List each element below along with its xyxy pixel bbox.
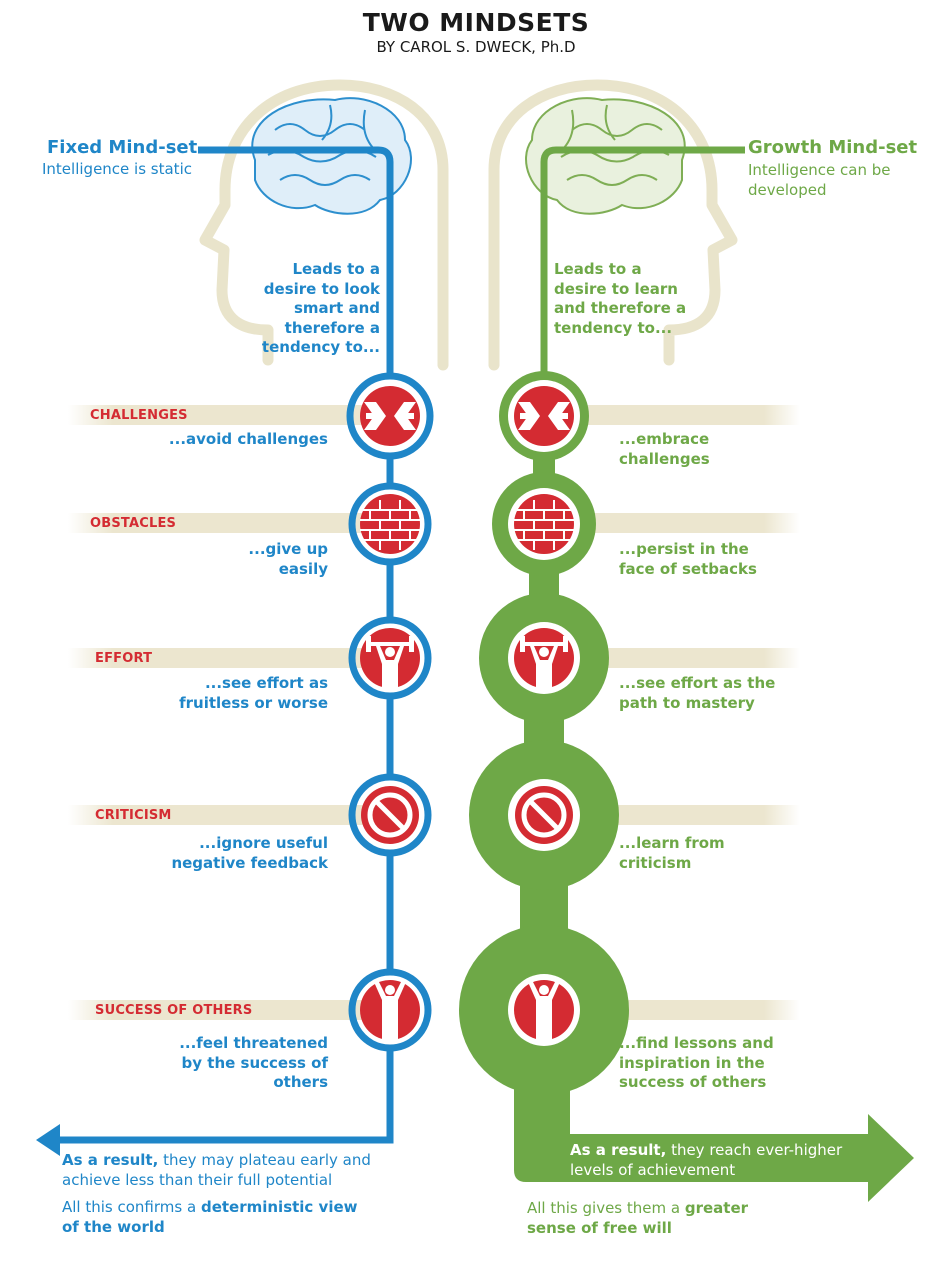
arrows-inward-icon <box>514 386 574 446</box>
fixed-head-outline <box>199 79 449 371</box>
fixed-result-arrow <box>36 1124 60 1156</box>
band-criticism-right <box>560 805 800 825</box>
fixed-mindset-title: Fixed Mind-set <box>47 137 198 158</box>
growth-mindset-subtitle: Intelligence can be developed <box>748 161 891 199</box>
growth-mindset-title: Growth Mind-set <box>748 137 918 158</box>
band-effort-left <box>68 648 368 668</box>
brick-wall-icon <box>514 494 574 554</box>
growth-response-challenges: ...embrace challenges <box>619 430 710 468</box>
band-challenges-right <box>560 405 800 425</box>
growth-response-effort: ...see effort as the path to mastery <box>619 674 776 712</box>
brick-wall-icon <box>360 494 420 554</box>
growth-response-criticism: ...learn from criticism <box>619 834 725 872</box>
category-label-effort: EFFORT <box>95 651 153 666</box>
category-label-obstacles: OBSTACLES <box>90 516 177 531</box>
weightlifter-icon <box>360 628 420 688</box>
arrows-inward-icon <box>360 386 420 446</box>
category-label-challenges: CHALLENGES <box>90 408 188 423</box>
page-subtitle: BY CAROL S. DWECK, Ph.D <box>376 38 576 56</box>
fixed-lead-text: Leads to a desire to look smart and ther… <box>261 260 380 356</box>
growth-brain-icon <box>525 97 686 215</box>
fixed-path <box>60 146 434 1144</box>
band-challenges-left <box>68 405 368 425</box>
no-entry-icon <box>361 786 419 844</box>
fixed-response-success-of-others: ...feel threatened by the success of oth… <box>179 1034 328 1091</box>
weightlifter-icon <box>514 628 574 688</box>
growth-response-success-of-others: ...find lessons and inspiration in the s… <box>619 1034 774 1091</box>
category-label-success-of-others: SUCCESS OF OTHERS <box>95 1003 253 1018</box>
growth-conclusion-text: All this gives them a greater sense of f… <box>527 1199 749 1237</box>
page-title: TWO MINDSETS <box>362 8 590 37</box>
growth-lead-text: Leads to a desire to learn and therefore… <box>554 260 687 337</box>
fixed-response-obstacles: ...give up easily <box>248 540 328 578</box>
fixed-response-effort: ...see effort as fruitless or worse <box>179 674 328 712</box>
band-criticism-left <box>68 805 368 825</box>
growth-head-outline <box>488 79 738 371</box>
no-entry-icon <box>515 786 573 844</box>
fixed-mindset-subtitle: Intelligence is static <box>42 160 192 178</box>
category-label-criticism: CRITICISM <box>95 808 172 823</box>
band-obstacles-left <box>68 513 368 533</box>
cheering-person-icon <box>514 980 574 1040</box>
band-effort-right <box>560 648 800 668</box>
fixed-response-challenges: ...avoid challenges <box>168 430 328 448</box>
head-silhouettes <box>199 79 738 371</box>
fixed-response-criticism: ...ignore useful negative feedback <box>171 834 328 872</box>
fixed-result-text: As a result, they may plateau early and … <box>62 1151 371 1189</box>
fixed-brain-icon <box>251 97 412 215</box>
growth-result-text: As a result, they reach ever-higher leve… <box>570 1141 843 1179</box>
fixed-conclusion-text: All this confirms a deterministic view o… <box>62 1198 358 1236</box>
growth-response-obstacles: ...persist in the face of setbacks <box>619 540 757 578</box>
band-success-left <box>68 1000 368 1020</box>
band-obstacles-right <box>560 513 800 533</box>
cheering-person-icon <box>360 980 420 1040</box>
